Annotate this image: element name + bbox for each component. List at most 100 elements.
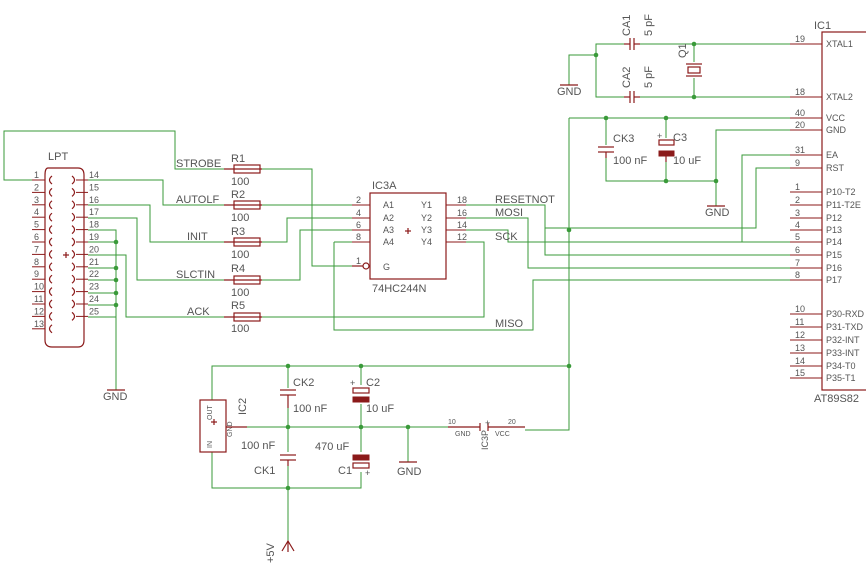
crystal-section: CA1 5 pF CA2 5 pF Q1 GND <box>557 14 702 103</box>
ic1-pin-num: 9 <box>795 158 800 168</box>
ic1-pin-name: P30-RXD <box>826 309 865 319</box>
ic3a-pin-name: A4 <box>383 237 394 247</box>
ic3a-pin-name: A1 <box>383 200 394 210</box>
decoupling-top: CK3 100 nF + C3 10 uF GND <box>598 131 730 219</box>
lpt-pin-num: 7 <box>34 244 39 254</box>
lpt-pin-num: 6 <box>34 232 39 242</box>
lpt-pin-num: 20 <box>89 244 99 254</box>
lpt-pin-num: 4 <box>34 207 39 217</box>
ic3a-pin-name: A2 <box>383 213 394 223</box>
svg-text:OUT: OUT <box>207 405 214 421</box>
ic1-label: IC1 <box>814 20 831 32</box>
ic1-pin-num: 12 <box>795 330 805 340</box>
ic1-pin-num: 19 <box>795 34 805 44</box>
ic1-pin-num: 20 <box>795 120 805 130</box>
svg-text:R3: R3 <box>231 226 245 238</box>
ic1-pin-name: P33-INT <box>826 348 860 358</box>
svg-text:+: + <box>485 418 490 428</box>
svg-text:GND: GND <box>557 86 582 98</box>
ic3a-pin-name: A3 <box>383 225 394 235</box>
lpt-pin-num: 9 <box>34 269 39 279</box>
gnd-symbol-power: GND <box>397 461 422 478</box>
svg-text:R2: R2 <box>231 189 245 201</box>
lpt-pin-num: 24 <box>89 294 99 304</box>
ic1-pin-name: P10-T2 <box>826 187 856 197</box>
svg-text:CK3: CK3 <box>613 133 634 145</box>
svg-text:R4: R4 <box>231 263 245 275</box>
ic3a-pin-name: Y4 <box>421 237 432 247</box>
lpt-pin-num: 13 <box>34 319 44 329</box>
ic3a-pin-num: 16 <box>457 208 467 218</box>
svg-text:20: 20 <box>508 419 516 426</box>
net-slctin: SLCTIN <box>176 269 215 281</box>
ck3: CK3 100 nF <box>598 133 648 167</box>
svg-text:10 uF: 10 uF <box>673 155 701 167</box>
lpt-pin-num: 8 <box>34 257 39 267</box>
lpt-pin-num: 16 <box>89 195 99 205</box>
c1: + 470 uF C1 <box>315 441 370 478</box>
r4: R4 100 <box>224 263 262 299</box>
junctions <box>113 41 719 491</box>
svg-text:100 nF: 100 nF <box>293 403 328 415</box>
svg-text:GND: GND <box>227 421 234 437</box>
lpt-pin-num: 10 <box>34 282 44 292</box>
r2: R2 100 <box>224 189 262 224</box>
svg-text:1: 1 <box>356 256 361 266</box>
svg-text:10 uF: 10 uF <box>366 403 394 415</box>
lpt-pin-num: 25 <box>89 306 99 316</box>
lpt-pin-num: 21 <box>89 257 99 267</box>
net-init: INIT <box>187 231 208 243</box>
svg-text:CA1: CA1 <box>621 15 633 36</box>
lpt-pin-num: 18 <box>89 220 99 230</box>
c3: + C3 10 uF <box>657 131 701 167</box>
lpt-pin-num: 23 <box>89 282 99 292</box>
ic1-pin-num: 10 <box>795 304 805 314</box>
resistors: R1 100 R2 100 R3 100 R4 100 R5 100 <box>224 153 262 335</box>
ic1-pin-name: P11-T2E <box>826 200 861 210</box>
c2: + C2 10 uF <box>350 377 394 415</box>
lpt-label: LPT <box>48 151 68 163</box>
lpt-pin-num: 1 <box>34 170 39 180</box>
lpt-pin-num: 2 <box>34 182 39 192</box>
q1-crystal: Q1 <box>677 43 702 77</box>
net-sck: SCK <box>495 231 518 243</box>
lpt-pin-num: 14 <box>89 170 99 180</box>
r5: R5 100 <box>224 300 262 335</box>
ca1: CA1 5 pF <box>621 14 655 50</box>
ic3a-part: 74HC244N <box>372 283 426 295</box>
ic3a-pin-name: Y3 <box>421 225 432 235</box>
svg-text:100: 100 <box>231 176 249 188</box>
ic1-pin-name: P13 <box>826 225 842 235</box>
ic1-pin-name: EA <box>826 150 838 160</box>
ic1-pin-name: P12 <box>826 213 842 223</box>
ic1-pin-num: 7 <box>795 258 800 268</box>
svg-text:R1: R1 <box>231 153 245 165</box>
ic3a-pin-num: 4 <box>356 208 361 218</box>
ic1-pin-num: 2 <box>795 195 800 205</box>
lpt-pin-num: 15 <box>89 182 99 192</box>
power-section: IN OUT GND IC2 CK2 100 nF + C2 10 uF 100… <box>199 377 525 563</box>
vcc-symbol: +5V <box>265 539 295 563</box>
lpt-pin-num: 17 <box>89 207 99 217</box>
ic1-pin-num: 1 <box>795 182 800 192</box>
ic1-pin-name: P35-T1 <box>826 373 856 383</box>
svg-text:C1: C1 <box>338 465 352 477</box>
svg-text:VCC: VCC <box>495 431 510 438</box>
svg-text:IN: IN <box>207 441 214 448</box>
ic1-pin-name: P31-TXD <box>826 322 864 332</box>
ic1-pin-name: P17 <box>826 275 842 285</box>
ic1-pin-num: 13 <box>795 343 805 353</box>
ic1-pin-name: P15 <box>826 250 842 260</box>
net-mosi: MOSI <box>495 207 523 219</box>
ic1-pin-num: 8 <box>795 270 800 280</box>
svg-text:CK1: CK1 <box>254 465 275 477</box>
svg-text:R5: R5 <box>231 300 245 312</box>
svg-text:+: + <box>350 378 355 388</box>
ic1-pin-name: VCC <box>826 113 846 123</box>
svg-text:10: 10 <box>448 419 456 426</box>
svg-text:IC2: IC2 <box>237 398 249 415</box>
ic1-pin-name: GND <box>826 125 847 135</box>
